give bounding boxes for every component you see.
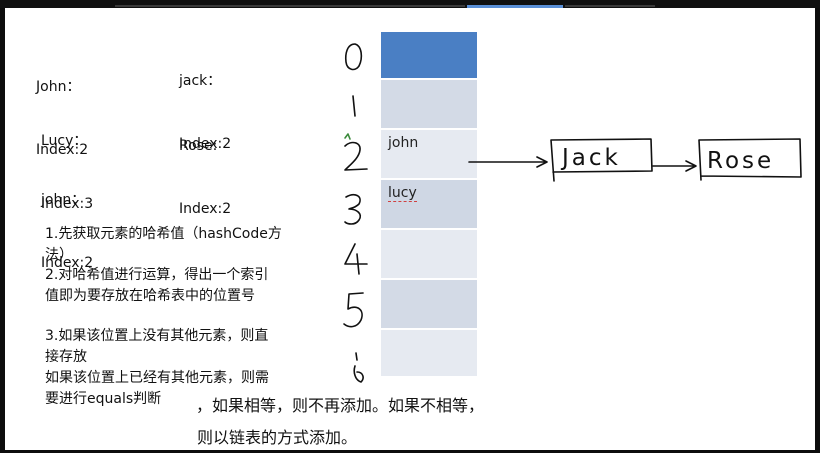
step-3-continuation: ，如果相等，则不再添加。如果不相等， [196, 396, 485, 415]
bucket-0 [381, 32, 477, 78]
bucket-value: john [388, 135, 419, 151]
entry-name: jack： [179, 73, 222, 89]
entry-index: Index:2 [36, 142, 89, 158]
entry-name: john： [41, 192, 86, 208]
step-3-line: 3.如果该位置上没有其他元素，则直 [45, 328, 269, 344]
step-2-line: 2.对哈希值进行运算，得出一个索引 [45, 267, 269, 283]
entry-name: Rose: [179, 138, 218, 154]
step-1-line: 1.先获取元素的哈希值（hashCode方 [45, 226, 282, 242]
handwritten-annotations: Jack Rose [343, 43, 802, 383]
step-3-line: 如果该位置上已经有其他元素，则需 [45, 370, 269, 386]
handwritten-index-4 [344, 243, 368, 275]
entry-index: Index:3 [41, 196, 94, 212]
handwritten-index-1 [352, 95, 356, 117]
top-bar-strip [115, 5, 465, 7]
chain-node-rose: Rose [707, 148, 774, 174]
entry-index: Index:2 [179, 201, 232, 217]
bucket-3: lucy [381, 180, 477, 228]
arrow-to-rose [652, 160, 697, 172]
active-tab-indicator [467, 5, 563, 8]
top-bar-strip [565, 5, 655, 7]
handwritten-index-6 [353, 352, 364, 383]
step-1: 1.先获取元素的哈希值（hashCode方 法） [45, 224, 282, 266]
entry-john-lower: john： Index:2 [41, 148, 93, 316]
step-2: 2.对哈希值进行运算，得出一个索引 值即为要存放在哈希表中的位置号 [45, 265, 268, 307]
handwritten-index-3 [344, 194, 362, 225]
step-3: 3.如果该位置上没有其他元素，则直 接存放 如果该位置上已经有其他元素，则需 要… [45, 326, 269, 410]
bucket-6 [381, 330, 477, 376]
rose-node-box [698, 138, 802, 181]
step-3-line: 接存放 [45, 349, 87, 365]
chain-node-jack: Jack [560, 145, 621, 171]
jack-node-box [550, 138, 653, 182]
entry-name: Lucy： [41, 133, 88, 149]
handwritten-index-0 [344, 43, 363, 71]
bucket-4 [381, 230, 477, 278]
step-1-line: 法） [45, 247, 73, 263]
entry-rose: Rose: Index:2 [179, 94, 231, 262]
entry-index: Index:2 [41, 255, 94, 271]
slide: John： Index:2 jack： Index:2 Lucy： Index:… [5, 8, 815, 450]
step-2-line: 值即为要存放在哈希表中的位置号 [45, 288, 255, 304]
window-top-bar [0, 0, 820, 8]
step-3-last-line: 则以链表的方式添加。 [197, 428, 358, 447]
bucket-2: john [381, 130, 477, 178]
entry-name: John： [36, 79, 81, 95]
handwritten-index-2 [344, 141, 368, 171]
entry-index: Index:2 [179, 136, 232, 152]
handwritten-index-5 [343, 292, 364, 328]
bucket-5 [381, 280, 477, 328]
entry-john: John： Index:2 [36, 35, 88, 203]
step-3-line: 要进行equals判断 [45, 391, 162, 407]
entry-jack: jack： Index:2 [179, 29, 231, 197]
bucket-value: lucy [388, 185, 417, 202]
bucket-1 [381, 80, 477, 128]
entry-lucy: Lucy： Index:3 [41, 89, 93, 257]
arrow-to-jack [468, 156, 548, 168]
